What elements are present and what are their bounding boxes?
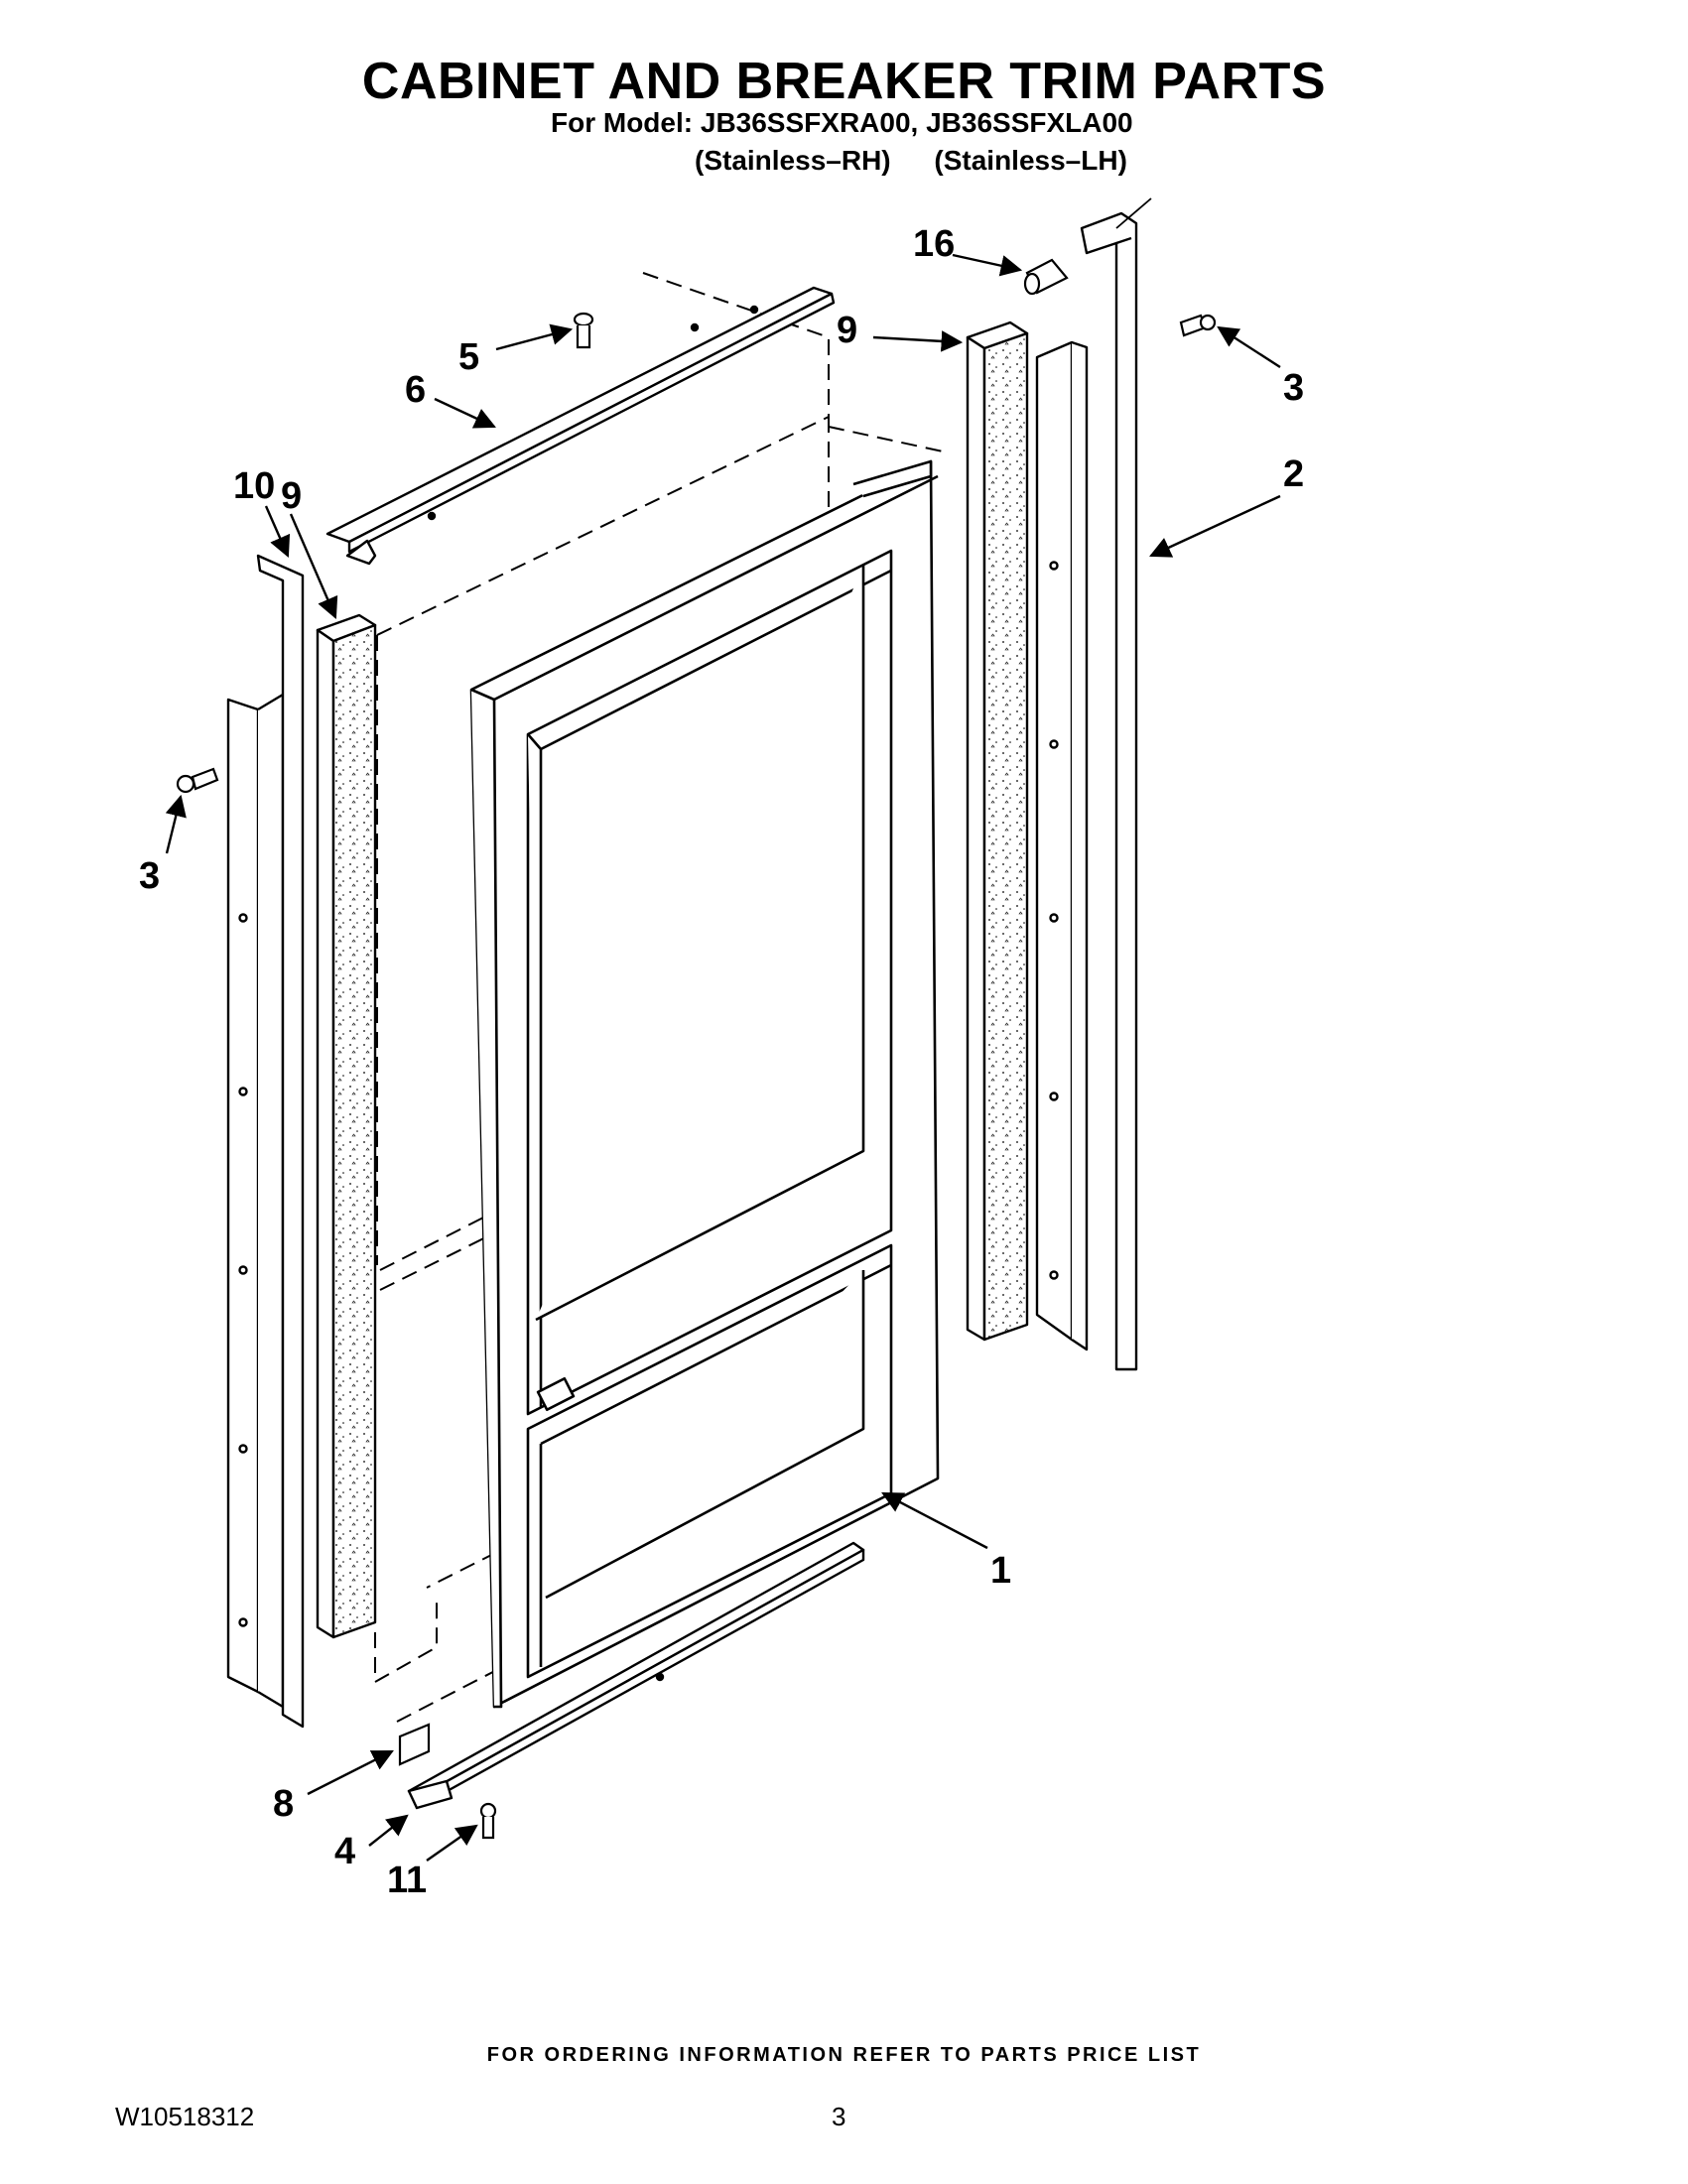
right-foam-strip-part-9 (966, 321, 1029, 1342)
callout-4: 4 (334, 1831, 355, 1872)
callout-1: 1 (990, 1550, 1011, 1592)
callout-10: 10 (233, 465, 275, 507)
ordering-note: FOR ORDERING INFORMATION REFER TO PARTS … (486, 2044, 1202, 2066)
screw-part-11 (479, 1802, 497, 1840)
callout-3-left: 3 (139, 855, 160, 897)
right-side-trim-part-2 (1035, 197, 1152, 1371)
page-title: CABINET AND BREAKER TRIM PARTS (361, 53, 1327, 110)
top-trim-part-6 (325, 286, 836, 566)
model-variants: (Stainless–RH) (Stainless–LH) (695, 145, 1127, 177)
screw-part-3-right (1179, 314, 1217, 337)
model-subtitle: For Model: JB36SSFXRA00, JB36SSFXLA00 (551, 107, 1133, 138)
screw-part-3-left (176, 767, 219, 794)
callout-9-right: 9 (837, 310, 857, 351)
breaker-trim-frame-part-1 (469, 459, 940, 1709)
callout-16: 16 (913, 223, 955, 265)
callout-2: 2 (1283, 453, 1304, 495)
leader-arrows (165, 253, 1281, 1862)
left-side-trim-part-10 (226, 554, 305, 1729)
callout-3-right: 3 (1283, 367, 1304, 409)
callout-5: 5 (458, 336, 479, 378)
bottom-trim-part-4 (407, 1541, 865, 1810)
callout-labels: 16 5 6 9 3 2 10 9 3 1 8 4 11 (139, 223, 1304, 1901)
variant-lh-label: (Stainless–LH) (934, 145, 1127, 176)
callout-8: 8 (273, 1783, 294, 1825)
page-number: 3 (832, 2102, 846, 2131)
clip-part-8 (398, 1723, 431, 1766)
screw-part-5 (573, 312, 594, 349)
callout-9-left: 9 (281, 475, 302, 517)
variant-rh-label: (Stainless–RH) (695, 145, 891, 176)
document-number: W10518312 (115, 2102, 255, 2131)
left-foam-strip-part-9 (316, 613, 377, 1639)
pin-part-16 (1023, 258, 1069, 296)
callout-6: 6 (405, 369, 426, 411)
callout-11: 11 (387, 1860, 427, 1901)
